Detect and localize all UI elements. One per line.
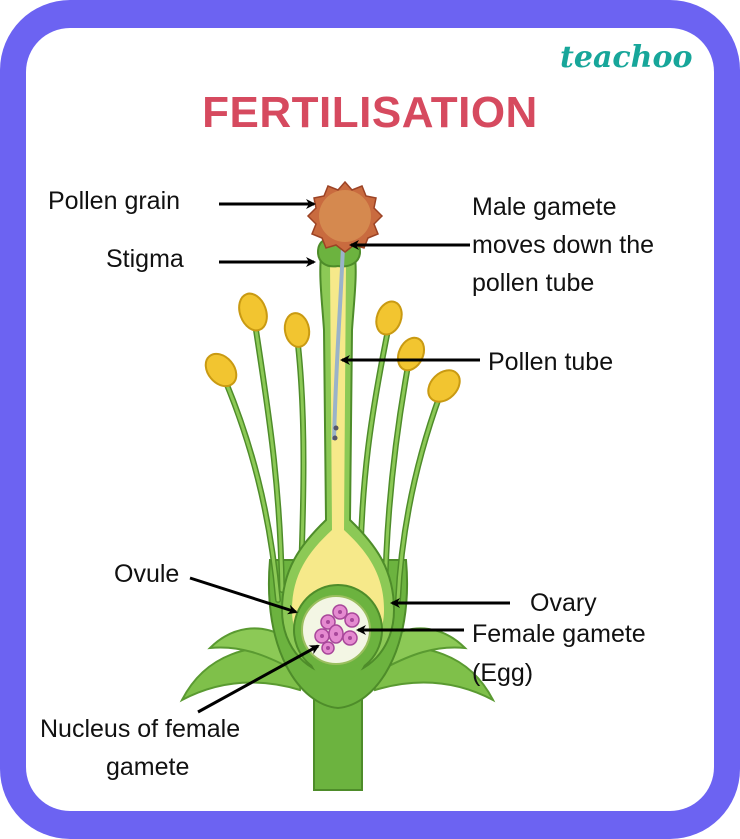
label-male-gamete-3: pollen tube [472, 269, 595, 297]
label-female-gamete-2: (Egg) [472, 659, 534, 687]
page-title: FERTILISATION [202, 88, 538, 137]
label-ovule: Ovule [114, 560, 180, 588]
pollen-grain-core [319, 190, 371, 242]
label-pollen-grain: Pollen grain [48, 187, 181, 215]
label-arrows [189, 199, 510, 714]
male-gamete [332, 435, 338, 441]
label-female-gamete-1: Female gamete [472, 620, 646, 648]
label-male-gamete-2: moves down the [472, 231, 655, 259]
teachoo-logo: teachoo [560, 40, 693, 75]
anthers [204, 292, 461, 403]
label-stigma: Stigma [106, 245, 184, 273]
style-core [292, 262, 384, 665]
egg-nuclei [320, 610, 354, 650]
label-pollen-tube: Pollen tube [488, 348, 614, 376]
label-male-gamete-1: Male gamete [472, 193, 617, 221]
label-nucleus-1: Nucleus of female [40, 715, 241, 743]
label-nucleus-2: gamete [106, 753, 190, 781]
pollen-tube [332, 244, 345, 441]
stalk [313, 699, 363, 791]
label-ovary: Ovary [530, 589, 597, 617]
male-gamete [333, 425, 339, 431]
ovule-base [310, 660, 366, 683]
